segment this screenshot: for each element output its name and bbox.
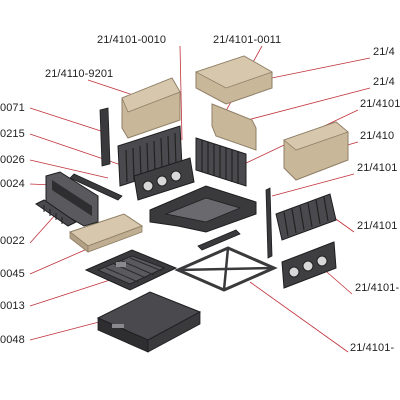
leader-line [29, 245, 95, 275]
part-fire-tray [149, 185, 257, 233]
leader-line [239, 87, 371, 123]
part-stone-top-left [121, 77, 181, 139]
leader-line [271, 173, 355, 197]
leader-line [29, 159, 109, 179]
leader-line [29, 107, 105, 133]
part-stone-side-right [283, 121, 349, 181]
leader-line [249, 281, 349, 353]
leader-line [261, 57, 371, 81]
part-cross-frame [174, 246, 278, 292]
part-holed-panel-right [281, 241, 337, 289]
leader-line [179, 45, 183, 141]
part-side-bracket-left [45, 171, 99, 227]
leader-line [29, 213, 57, 244]
part-holed-panel-left [133, 157, 195, 201]
part-front-rail [197, 229, 241, 251]
part-bar-diagonal [69, 173, 123, 201]
leader-line [29, 279, 111, 307]
part-rod-right [265, 187, 273, 259]
part-stone-base-left [68, 213, 144, 253]
part-ash-pan [96, 291, 202, 353]
part-grate-base [84, 249, 178, 291]
part-stone-mid-right [211, 103, 257, 151]
part-vertical-bar [99, 107, 111, 167]
part-stone-top-right [194, 55, 273, 105]
part-grate-side-right [275, 193, 337, 241]
part-small-grate-left [35, 199, 77, 227]
part-grate-back-right [195, 137, 247, 187]
